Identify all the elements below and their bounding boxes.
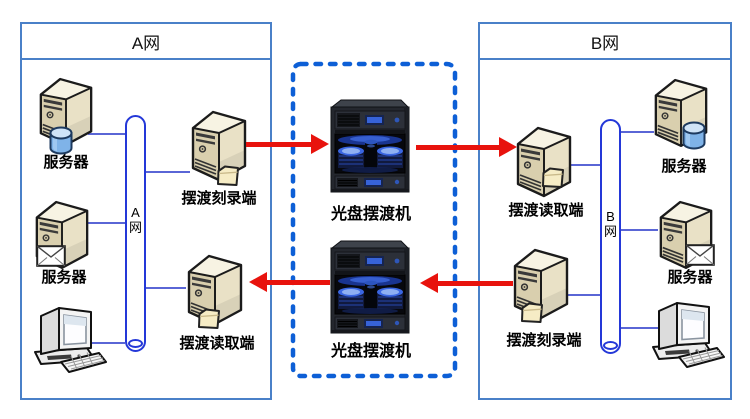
- network-b-bus-foot: [603, 341, 618, 350]
- connector-b-ferryread-bus: [569, 164, 600, 166]
- b-ferry-burn-label: 摆渡刻录端: [506, 332, 582, 349]
- connector-b-bus-server2: [621, 229, 658, 231]
- a-ferry-burn-label: 摆渡刻录端: [181, 190, 257, 207]
- b-server2-label: 服务器: [667, 269, 713, 286]
- b-ferry-read-label: 摆渡读取端: [508, 202, 584, 219]
- envelope-icon: [36, 245, 66, 267]
- network-a-bus-label-line2: 网: [128, 220, 142, 235]
- network-b-title: B网: [480, 24, 730, 60]
- folder-icon: [215, 164, 241, 188]
- disc-ferry-machine-bottom: [327, 239, 413, 336]
- arrow-b-burn-to-machine-line: [437, 281, 513, 286]
- arrow-machine-to-a-read-line: [266, 280, 330, 285]
- folder-icon: [519, 301, 545, 325]
- network-b-bus-label-line2: 网: [603, 224, 617, 239]
- envelope-icon: [685, 244, 715, 266]
- arrow-machine-to-b-read-head: [499, 137, 517, 157]
- network-a-bus: A 网: [125, 115, 146, 352]
- arrow-machine-to-b-read-line: [416, 145, 500, 150]
- arrow-machine-to-a-read-head: [249, 272, 267, 292]
- network-b-bus-label: B 网: [602, 209, 619, 239]
- disc-ferry-machine-top: [327, 98, 413, 195]
- connector-a-pc-bus: [84, 342, 125, 344]
- folder-icon: [196, 307, 222, 331]
- connector-a-bus-ferryburn: [146, 171, 190, 173]
- desktop-pc-icon: [645, 295, 725, 375]
- connector-a-bus-ferryread: [146, 287, 186, 289]
- database-icon: [681, 121, 707, 151]
- network-b-title-text: B网: [590, 33, 620, 53]
- network-b-bus-label-line1: B: [606, 209, 615, 224]
- connector-b-bus-pc: [621, 327, 667, 329]
- a-ferry-read-label: 摆渡读取端: [179, 335, 255, 352]
- connector-a-server2-bus: [86, 222, 125, 224]
- a-server1-label: 服务器: [43, 154, 89, 171]
- b-server1-label: 服务器: [661, 158, 707, 175]
- arrow-a-burn-to-machine-head: [311, 134, 329, 154]
- connector-b-bus-server1: [621, 131, 654, 133]
- connector-a-server1-bus: [88, 133, 125, 135]
- network-b-bus: B 网: [600, 119, 621, 354]
- folder-icon: [540, 166, 566, 190]
- arrow-b-burn-to-machine-head: [420, 273, 438, 293]
- connector-b-ferryburn-bus: [568, 294, 600, 296]
- machine-top-label: 光盘摆渡机: [330, 206, 412, 223]
- network-a-bus-foot: [128, 339, 143, 348]
- network-a-title-text: A网: [131, 33, 161, 53]
- desktop-pc-icon: [27, 300, 107, 380]
- arrow-a-burn-to-machine-line: [246, 142, 312, 147]
- network-a-bus-label-line1: A: [131, 205, 140, 220]
- machine-bottom-label: 光盘摆渡机: [330, 343, 412, 360]
- network-a-bus-label: A 网: [127, 205, 144, 235]
- network-a-title: A网: [22, 24, 270, 60]
- a-server2-label: 服务器: [41, 269, 87, 286]
